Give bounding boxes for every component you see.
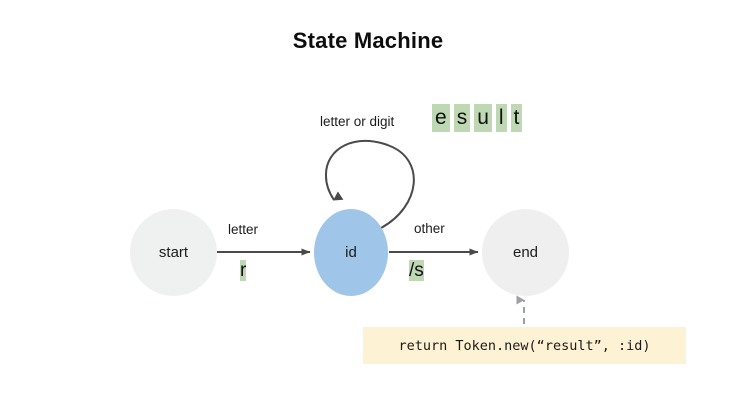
state-node-id-label: id xyxy=(345,244,357,261)
edge-label-letter: letter xyxy=(228,222,259,237)
consumed-char-start: r xyxy=(240,260,247,282)
code-callout: return Token.new(“result”, :id) xyxy=(363,327,686,364)
code-callout-text: return Token.new(“result”, :id) xyxy=(398,337,651,354)
remaining-input-char: s xyxy=(453,104,471,133)
state-node-end[interactable]: end xyxy=(482,209,569,296)
edge-label-letter-or-digit: letter or digit xyxy=(320,114,395,129)
consumed-char-start-text: r xyxy=(240,260,247,281)
consumed-char-other-text: /s xyxy=(409,260,424,281)
remaining-input-char: t xyxy=(510,104,523,133)
remaining-input-char: u xyxy=(474,104,492,133)
edge-label-other: other xyxy=(414,221,445,236)
remaining-input-char: l xyxy=(495,104,507,133)
remaining-input-char: e xyxy=(432,104,450,133)
remaining-input: e s u l t xyxy=(432,104,523,133)
state-node-start-label: start xyxy=(158,244,189,261)
edge-id-self-loop xyxy=(324,140,415,229)
state-node-id[interactable]: id xyxy=(314,209,388,296)
state-node-end-label: end xyxy=(512,244,539,261)
consumed-char-other: /s xyxy=(409,260,424,282)
page-title: State Machine xyxy=(292,28,444,53)
state-node-start[interactable]: start xyxy=(130,209,217,296)
